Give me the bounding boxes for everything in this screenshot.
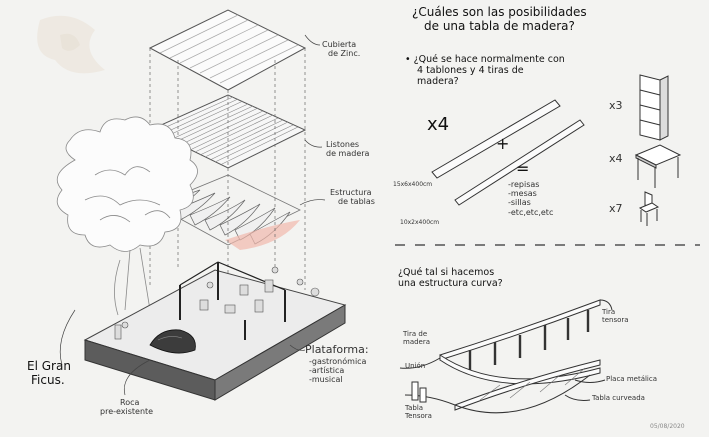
label-listones: Listones de madera (326, 140, 369, 158)
plataforma-item: -musical (309, 375, 343, 385)
label-ficus-line2: Ficus. (31, 372, 65, 387)
equals-sign: = (516, 159, 530, 178)
label-listones-line1: Listones (326, 140, 360, 149)
plataforma-item: -gastronómica (309, 356, 367, 366)
platform-base (83, 261, 347, 401)
count-table: x4 (609, 152, 623, 165)
use-item: -repisas (508, 180, 540, 189)
label-estructura-line2: de tablas (338, 197, 375, 207)
label-roca-line1: Roca (120, 398, 140, 407)
question-2-line3: madera? (417, 75, 459, 87)
question-2-line1: • ¿Qué se hace normalmente con (405, 54, 565, 65)
label-roca-line2: pre-existente (100, 407, 154, 417)
question-2-line2: 4 tablones y 4 tiras de (417, 64, 524, 76)
label-cubierta-line2: de Zinc. (328, 49, 361, 59)
question-3-line2: una estructura curva? (398, 277, 503, 289)
label-placa: Placa metálica (606, 375, 658, 383)
shelf-icon (639, 74, 669, 141)
roof-panel (148, 9, 307, 91)
label-tira-madera: Tira de madera (403, 330, 430, 346)
date-label: 05/08/2020 (650, 423, 685, 430)
tira-madera-line1: Tira de (403, 330, 428, 338)
plataforma-title: Plataforma: (305, 343, 369, 356)
use-item: -etc,etc,etc (508, 207, 554, 217)
label-estructura: Estructura de tablas (330, 188, 375, 206)
tabla-tensora-line1: Tabla (405, 404, 424, 412)
tira-madera-line2: madera (403, 338, 431, 347)
slats-panel (148, 94, 307, 169)
question-3-line1: ¿Qué tal si hacemos (398, 267, 495, 278)
tabla-tensora-line2: Tensora (405, 412, 432, 421)
label-ficus-line1: El Gran (27, 359, 71, 373)
label-tabla-curveada: Tabla curveada (592, 394, 645, 402)
question-2: • ¿Qué se hace normalmente con 4 tablone… (405, 54, 565, 88)
multiplier-label: x4 (427, 114, 450, 135)
label-cubierta: Cubierta de Zinc. (322, 40, 360, 58)
plataforma-item: -artística (309, 365, 345, 375)
question-1-line2: de una tabla de madera? (424, 18, 575, 33)
count-chair: x7 (609, 202, 623, 215)
use-item: -sillas (508, 198, 531, 208)
label-tabla-tensora: Tabla Tensora (405, 404, 432, 420)
chair-icon (638, 191, 660, 226)
count-shelf: x3 (609, 99, 623, 112)
label-union: Unión (405, 362, 426, 370)
question-1-line1: ¿Cuáles son las posibilidades (412, 5, 587, 19)
uses-list: -repisas -mesas -sillas -etc,etc,etc (508, 180, 553, 217)
tira-tensora-line2: tensora (602, 316, 629, 325)
label-ficus: El Gran Ficus. (27, 359, 71, 388)
use-item: -mesas (508, 189, 537, 199)
question-3: ¿Qué tal si hacemos una estructura curva… (398, 267, 503, 290)
label-listones-line2: de madera (326, 149, 370, 159)
label-cubierta-line1: Cubierta (322, 40, 357, 49)
question-1: ¿Cuáles son las posibilidades de una tab… (412, 5, 587, 34)
label-roca: Roca pre-existente (100, 398, 153, 416)
label-tira-tensora: Tira tensora (602, 308, 629, 324)
plus-sign: + (496, 134, 510, 153)
label-plataforma: Plataforma: -gastronómica -artística -mu… (305, 343, 369, 385)
map-watermark (37, 15, 106, 74)
ficus-tree (56, 116, 198, 316)
curved-structure (399, 299, 613, 414)
dimension-a: 15x6x400cm (393, 181, 433, 188)
label-estructura-line1: Estructura (330, 188, 372, 197)
boards-sketch (431, 99, 585, 206)
tira-tensora-line1: Tira (602, 308, 616, 316)
leader-lines (59, 34, 326, 396)
dimension-b: 10x2x400cm (400, 219, 440, 226)
table-icon (634, 144, 682, 188)
